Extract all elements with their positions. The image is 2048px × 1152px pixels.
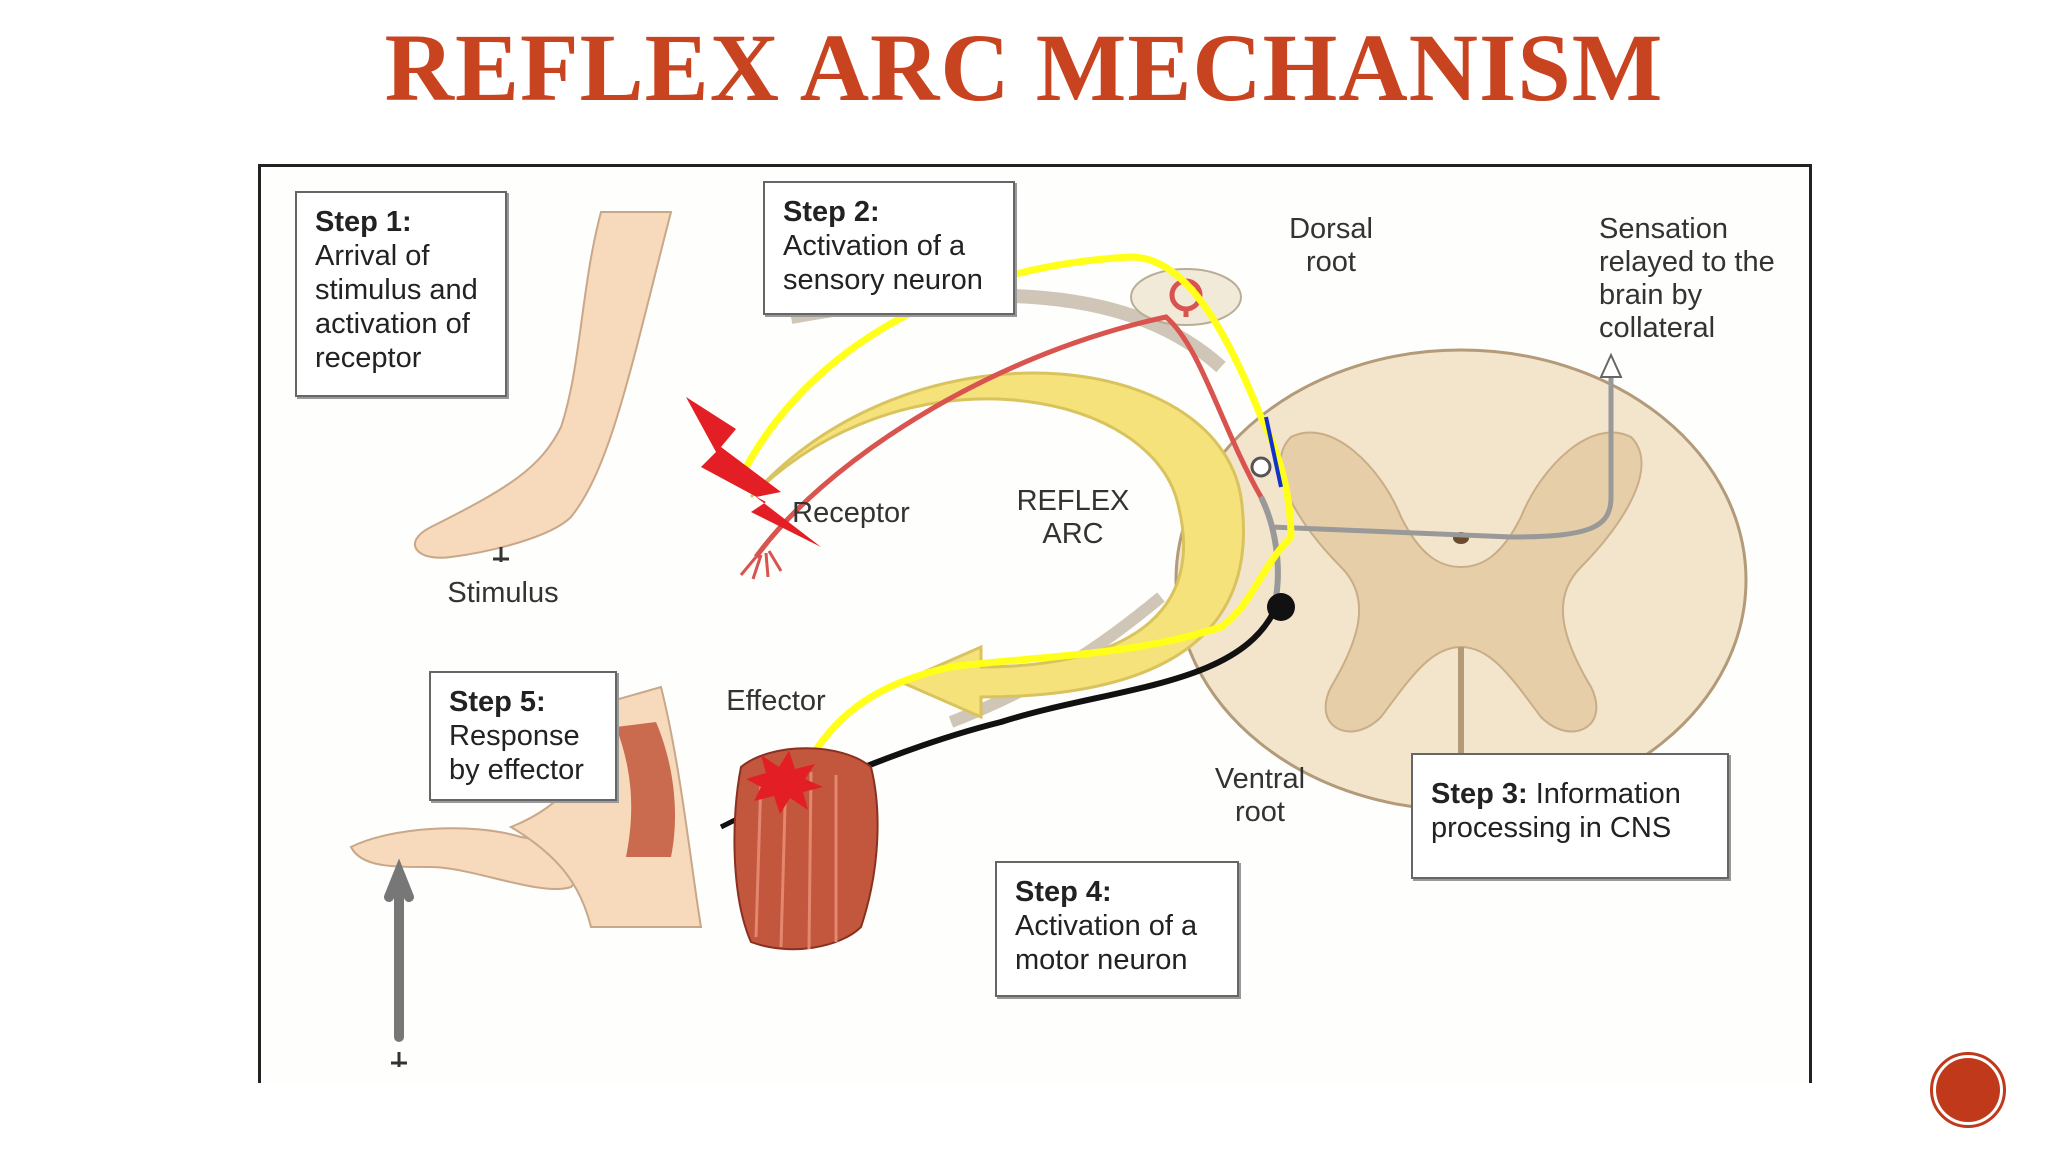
- dorsal-root-ganglion: [1130, 268, 1242, 326]
- muscle-striations: [754, 771, 838, 950]
- slide-number-badge: [1930, 1052, 2006, 1128]
- dorsal-root-label: Dorsal root: [1289, 213, 1373, 278]
- spinal-cord: [1174, 348, 1748, 812]
- step-1-box: Step 1: Arrival of stimulus and activati…: [295, 191, 507, 397]
- collateral-to-brain: [1270, 367, 1614, 540]
- hand-5: [349, 827, 582, 891]
- arm-step-5: [349, 685, 703, 1067]
- step-4-number: Step 4:: [1015, 876, 1112, 908]
- slide-number: [1936, 1058, 2000, 1122]
- step-1-number: Step 1:: [315, 206, 412, 238]
- step-5-text: Response by effector: [449, 720, 584, 786]
- stimulus-tack-icon: [493, 547, 509, 562]
- step-4-text: Activation of a motor neuron: [1015, 910, 1198, 976]
- reflex-arc-figure: Step 1: Arrival of stimulus and activati…: [258, 164, 1812, 1083]
- response-arrow: [384, 858, 414, 1042]
- stimulus-label: Stimulus: [447, 577, 559, 609]
- collateral-arrowhead: [1599, 352, 1623, 378]
- step-4-box: Step 4: Activation of a motor neuron: [995, 861, 1239, 997]
- motor-cell-body: [1267, 593, 1295, 621]
- sensation-label: Sensation relayed to the brain by collat…: [1599, 213, 1775, 344]
- reflex-arc-arrow: [749, 371, 1245, 720]
- step-5-number: Step 5:: [449, 686, 546, 718]
- arm-step-1: [414, 211, 673, 562]
- ventral-root-label: Ventral root: [1214, 763, 1306, 828]
- receptor-endings: [739, 550, 783, 580]
- highlight-blue-segment: [1264, 416, 1283, 488]
- step-2-box: Step 2: Activation of a sensory neuron: [763, 181, 1015, 315]
- step-3-number: Step 3:: [1431, 778, 1528, 810]
- activation-burst-icon: [746, 751, 823, 814]
- step-3-text: Information processing in CNS: [1431, 778, 1681, 844]
- muscle-bundle: [733, 747, 879, 951]
- interneuron: [1250, 352, 1623, 598]
- response-tack-icon: [391, 1052, 407, 1067]
- muscle-fibers: [733, 747, 879, 951]
- stimulus-lightning-icon: [686, 397, 821, 547]
- step-5-box: Step 5: Response by effector: [429, 671, 617, 801]
- slide-title: REFLEX ARC MECHANISM: [384, 14, 1664, 121]
- reflex-arc-illustration: [349, 211, 1748, 1067]
- step-2-text: Activation of a sensory neuron: [783, 230, 983, 296]
- receptor-label: Receptor: [792, 497, 910, 529]
- step-1-text: Arrival of stimulus and activation of re…: [315, 240, 478, 374]
- interneuron-path: [1258, 495, 1281, 598]
- effector-label: Effector: [726, 685, 826, 717]
- reflex-arc-label: REFLEX ARC: [1016, 485, 1130, 550]
- interneuron-cell-body: [1250, 456, 1272, 478]
- step-2-number: Step 2:: [783, 196, 880, 228]
- forearm-1: [414, 211, 673, 559]
- grey-matter: [1279, 431, 1643, 733]
- sensory-axon: [753, 314, 1264, 559]
- effector-muscle: [616, 722, 676, 857]
- step-3-box: Step 3: Information processing in CNS: [1411, 753, 1729, 879]
